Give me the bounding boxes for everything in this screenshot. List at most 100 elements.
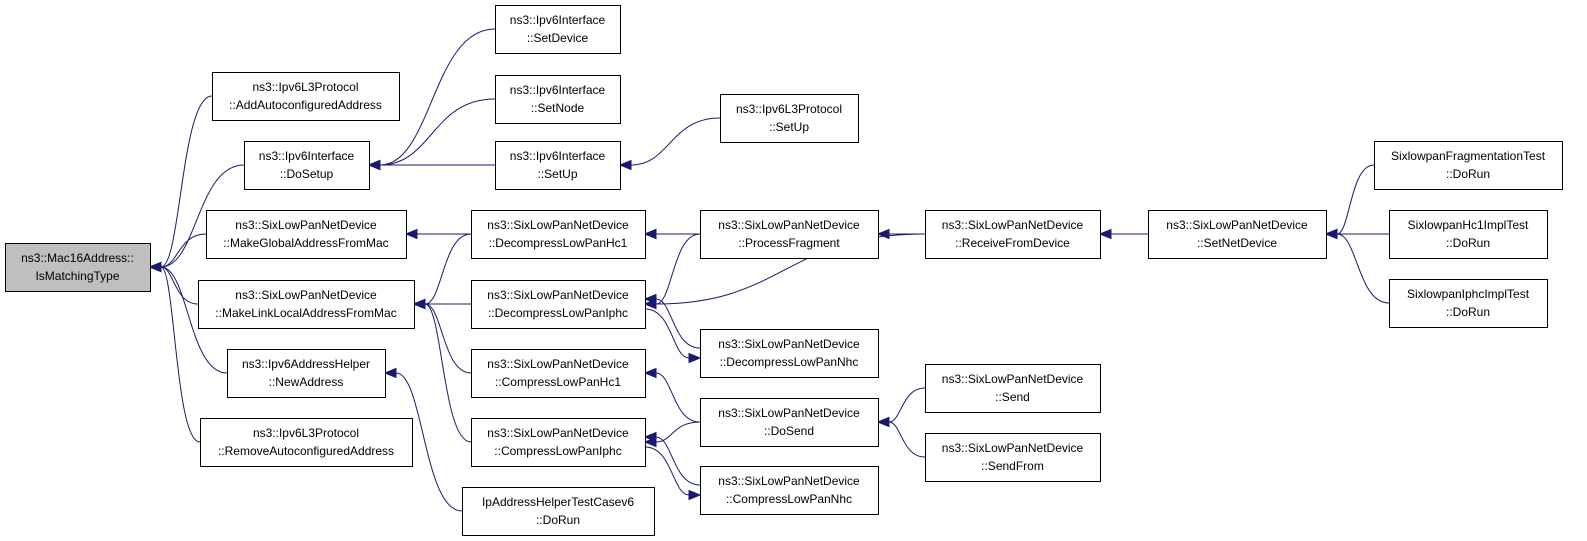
node-label-line: ::RemoveAutoconfiguredAddress [218, 444, 394, 458]
graph-node[interactable]: ns3::Ipv6Interface::SetUp [495, 141, 621, 190]
edge-line [655, 436, 701, 486]
edge-line [655, 372, 701, 423]
call-edge [643, 367, 701, 423]
graph-node[interactable]: ns3::SixLowPanNetDevice::DecompressLowPa… [700, 329, 879, 378]
edge-line [160, 266, 201, 443]
graph-node[interactable]: ns3::SixLowPanNetDevice::MakeLinkLocalAd… [198, 280, 415, 329]
node-label-line: ns3::SixLowPanNetDevice [718, 337, 860, 351]
node-label-line: ns3::SixLowPanNetDevice [718, 406, 860, 420]
node-label-line: ns3::Ipv6Interface [510, 149, 606, 163]
node-label-line: ::AddAutoconfiguredAddress [229, 98, 382, 112]
graph-node[interactable]: ns3::SixLowPanNetDevice::SendFrom [925, 433, 1101, 482]
node-label-line: ::ReceiveFromDevice [955, 236, 1070, 250]
graph-node[interactable]: ns3::Ipv6Interface::SetNode [495, 75, 621, 124]
edge-line [644, 308, 690, 359]
node-box [471, 210, 646, 259]
node-label-line: ::SetUp [537, 167, 577, 181]
edge-line [160, 233, 207, 268]
node-label-line: ns3::SixLowPanNetDevice [942, 441, 1084, 455]
call-edge [412, 233, 472, 310]
node-label-line: ns3::SixLowPanNetDevice [487, 218, 629, 232]
edge-line [888, 421, 926, 458]
graph-node[interactable]: ns3::Ipv6L3Protocol::SetUp [720, 94, 859, 143]
edge-line [888, 387, 926, 423]
call-edge [367, 159, 495, 171]
node-label-line: ::DecompressLowPanNhc [720, 355, 859, 369]
arrowhead-icon [643, 293, 657, 305]
arrowhead-icon [688, 489, 702, 501]
arrowhead-icon [643, 431, 657, 443]
node-box [198, 280, 415, 329]
edge-line [424, 233, 472, 305]
graph-node[interactable]: ns3::SixLowPanNetDevice::DecompressLowPa… [471, 280, 646, 329]
node-label-line: ::SendFrom [981, 459, 1044, 473]
edge-line [424, 303, 472, 443]
node-box [1389, 210, 1548, 259]
node-label-line: ns3::SixLowPanNetDevice [235, 288, 377, 302]
node-label-line: ns3::Mac16Address:: [21, 251, 134, 265]
node-label-line: ns3::SixLowPanNetDevice [487, 288, 629, 302]
arrowhead-icon [876, 416, 890, 428]
node-box [462, 487, 655, 536]
node-label-line: ::DoSetup [280, 167, 334, 181]
graph-node[interactable]: ns3::Ipv6AddressHelper::NewAddress [227, 349, 386, 398]
graph-node[interactable]: SixlowpanIphcImplTest::DoRun [1389, 279, 1548, 328]
node-label-line: ns3::SixLowPanNetDevice [718, 474, 860, 488]
call-edge [404, 228, 471, 240]
graph-node[interactable]: ns3::SixLowPanNetDevice::DecompressLowPa… [471, 210, 646, 259]
graph-node[interactable]: SixlowpanHc1ImplTest::DoRun [1389, 210, 1548, 259]
graph-node[interactable]: ns3::Ipv6Interface::DoSetup [244, 141, 370, 190]
arrowhead-icon [876, 228, 890, 240]
arrowhead-icon [1324, 228, 1338, 240]
graph-node[interactable]: ns3::SixLowPanNetDevice::CompressLowPanH… [471, 349, 646, 398]
graph-node[interactable]: ns3::SixLowPanNetDevice::ReceiveFromDevi… [925, 210, 1101, 259]
node-label-line: ns3::SixLowPanNetDevice [718, 218, 860, 232]
node-box [925, 433, 1101, 482]
graph-node[interactable]: ns3::SixLowPanNetDevice::DoSend [700, 398, 879, 447]
edge-line [630, 117, 721, 166]
edge-line [160, 164, 245, 268]
graph-node[interactable]: SixlowpanFragmentationTest::DoRun [1374, 141, 1563, 190]
call-edge [383, 367, 463, 512]
node-box [925, 364, 1101, 413]
call-edge [643, 293, 701, 349]
node-label-line: ns3::SixLowPanNetDevice [235, 218, 377, 232]
node-label-line: ::SetNetDevice [1197, 236, 1277, 250]
graph-node[interactable]: ns3::Ipv6Interface::SetDevice [495, 5, 621, 54]
call-edge [876, 416, 926, 458]
graph-node[interactable]: ns3::SixLowPanNetDevice::Send [925, 364, 1101, 413]
edge-line [424, 303, 472, 374]
node-label-line: ns3::Ipv6AddressHelper [242, 357, 370, 371]
graph-node[interactable]: IpAddressHelperTestCasev6::DoRun [462, 487, 655, 536]
edge-line [655, 233, 701, 305]
graph-node[interactable]: ns3::Ipv6L3Protocol::RemoveAutoconfigure… [200, 418, 413, 467]
node-box [471, 349, 646, 398]
node-label-line: ns3::Ipv6Interface [259, 149, 355, 163]
edge-line [160, 266, 228, 374]
edge-line [395, 372, 463, 512]
node-label-line: ::DecompressLowPanHc1 [489, 236, 628, 250]
node-label-line: ::Send [995, 390, 1030, 404]
node-box [1148, 210, 1327, 259]
node-label-line: ns3::SixLowPanNetDevice [942, 372, 1084, 386]
edge-line [379, 98, 496, 166]
node-label-line: ::DoRun [1446, 305, 1490, 319]
graph-node[interactable]: ns3::Mac16Address::IsMatchingType [5, 243, 151, 292]
edge-layer [148, 28, 1390, 512]
graph-node[interactable]: ns3::SixLowPanNetDevice::MakeGlobalAddre… [206, 210, 407, 259]
node-box [700, 329, 879, 378]
node-box [495, 75, 621, 124]
call-edge [618, 117, 721, 171]
graph-node[interactable]: ns3::Ipv6L3Protocol::AddAutoconfiguredAd… [212, 72, 400, 121]
node-label-line: ns3::SixLowPanNetDevice [487, 357, 629, 371]
call-edge [148, 95, 213, 273]
arrowhead-icon [148, 261, 162, 273]
call-edge [876, 228, 925, 240]
graph-node[interactable]: ns3::SixLowPanNetDevice::ProcessFragment [700, 210, 879, 259]
edge-line [160, 266, 199, 305]
graph-node[interactable]: ns3::SixLowPanNetDevice::CompressLowPanI… [471, 418, 646, 467]
node-label-line: ::DecompressLowPanIphc [488, 306, 628, 320]
graph-node[interactable]: ns3::SixLowPanNetDevice::CompressLowPanN… [700, 466, 879, 515]
graph-node[interactable]: ns3::SixLowPanNetDevice::SetNetDevice [1148, 210, 1327, 259]
node-box [206, 210, 407, 259]
